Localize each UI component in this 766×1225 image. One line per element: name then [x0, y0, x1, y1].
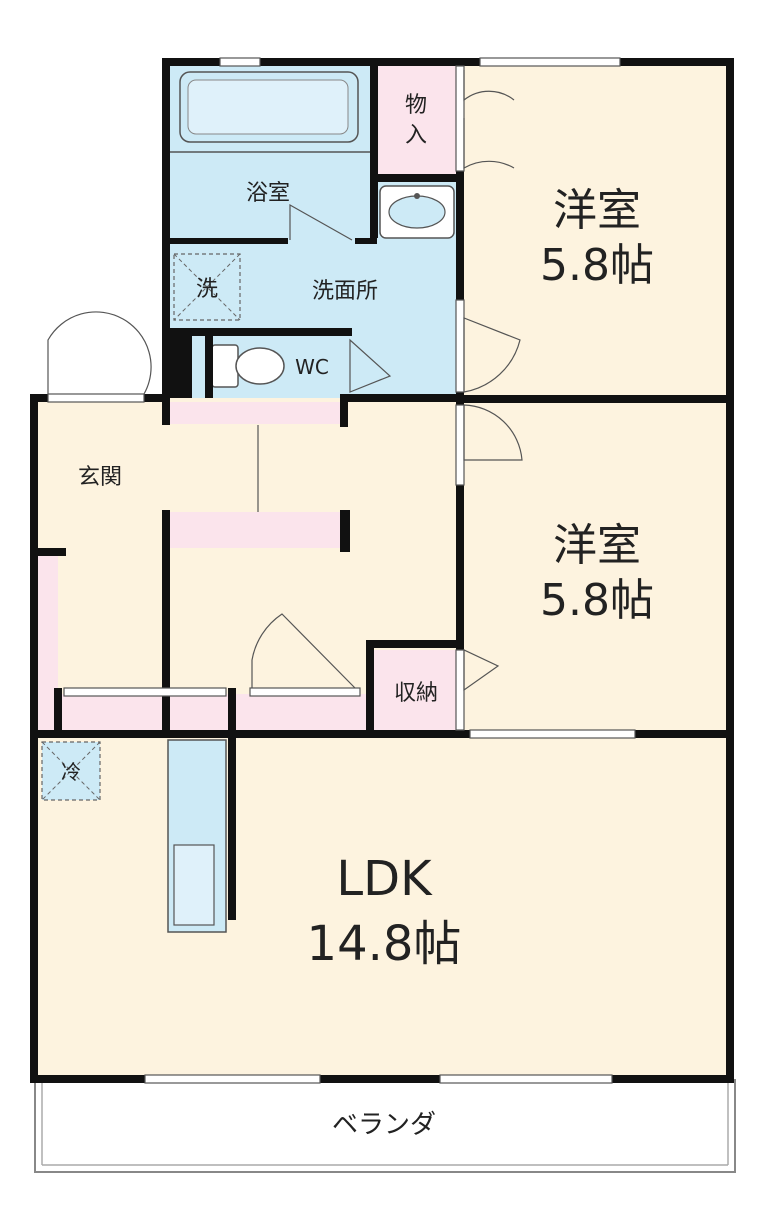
- bathroom-label: 浴室: [246, 181, 290, 206]
- windows: [47, 57, 636, 1084]
- toilet-bowl: [235, 347, 285, 385]
- door-swings: [47, 70, 523, 692]
- room-western-1-floor: [460, 62, 730, 400]
- balcony-label: ベランダ: [332, 1110, 436, 1140]
- washer-space: [173, 253, 241, 321]
- closet-floor: [375, 62, 460, 177]
- closet-label-2: 入: [405, 123, 427, 148]
- washer-diagonal: [173, 253, 241, 321]
- western-room-2-name: 洋室: [553, 520, 641, 571]
- room-western-2-floor: [460, 400, 730, 738]
- hall-storage-strip-left: [38, 555, 58, 735]
- bathtub-inner: [187, 79, 349, 135]
- fridge-space: [41, 741, 101, 801]
- storage-floor: [374, 650, 460, 734]
- walls: [30, 58, 734, 1083]
- western-room-1-name: 洋室: [553, 185, 641, 236]
- hall-storage-strip-mid: [168, 512, 340, 548]
- ldk-name: LDK: [336, 851, 433, 907]
- balcony-floor: [34, 1079, 736, 1173]
- washbasin-bowl: [388, 195, 446, 229]
- hall-storage-strip-top: [168, 402, 340, 424]
- washroom-label: 洗面所: [312, 279, 378, 304]
- storage-label: 収納: [394, 681, 438, 706]
- washer-diagonal: [173, 253, 241, 321]
- hall-storage-strip-bottom-2: [236, 694, 366, 734]
- fridge-label: 冷: [61, 760, 81, 784]
- room-ldk-floor: [35, 735, 730, 1080]
- western-room-1-size: 5.8帖: [540, 240, 654, 291]
- hall-storage-strip-bottom: [62, 694, 232, 734]
- closet-label-1: 物: [405, 93, 427, 118]
- western-room-2-size: 5.8帖: [540, 575, 654, 626]
- toilet-label: WC: [295, 355, 329, 379]
- kitchen-sink: [173, 844, 215, 926]
- toilet-tank: [211, 344, 239, 388]
- washer-label: 洗: [196, 277, 218, 302]
- ldk-size: 14.8帖: [307, 916, 462, 972]
- faucet: [414, 193, 420, 199]
- entrance-label: 玄関: [78, 465, 122, 490]
